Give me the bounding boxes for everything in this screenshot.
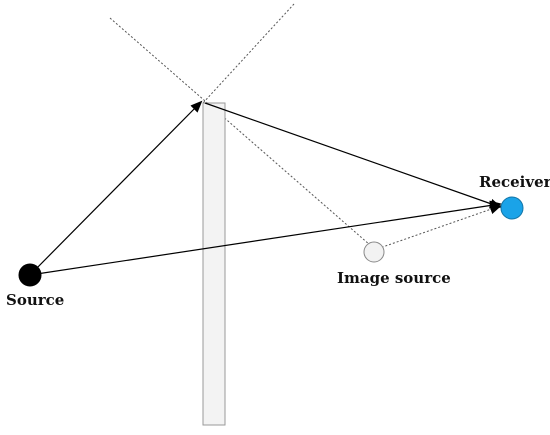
barrier [202, 102, 226, 426]
image-source-point [363, 241, 385, 263]
ray-source-to-receiver [29, 200, 502, 276]
image-source-label: Image source [337, 269, 451, 287]
receiver-label: Receiver [479, 173, 550, 191]
ray-edge-to-receiver [204, 102, 502, 209]
source-point [18, 263, 42, 287]
receiver-point [500, 196, 524, 220]
ray-source-to-edge [29, 100, 203, 276]
dotted-line-left-diagonal [109, 17, 371, 246]
ray-image-to-receiver [373, 204, 502, 251]
source-label: Source [6, 291, 64, 309]
dotted-line-right-diagonal [202, 3, 295, 104]
